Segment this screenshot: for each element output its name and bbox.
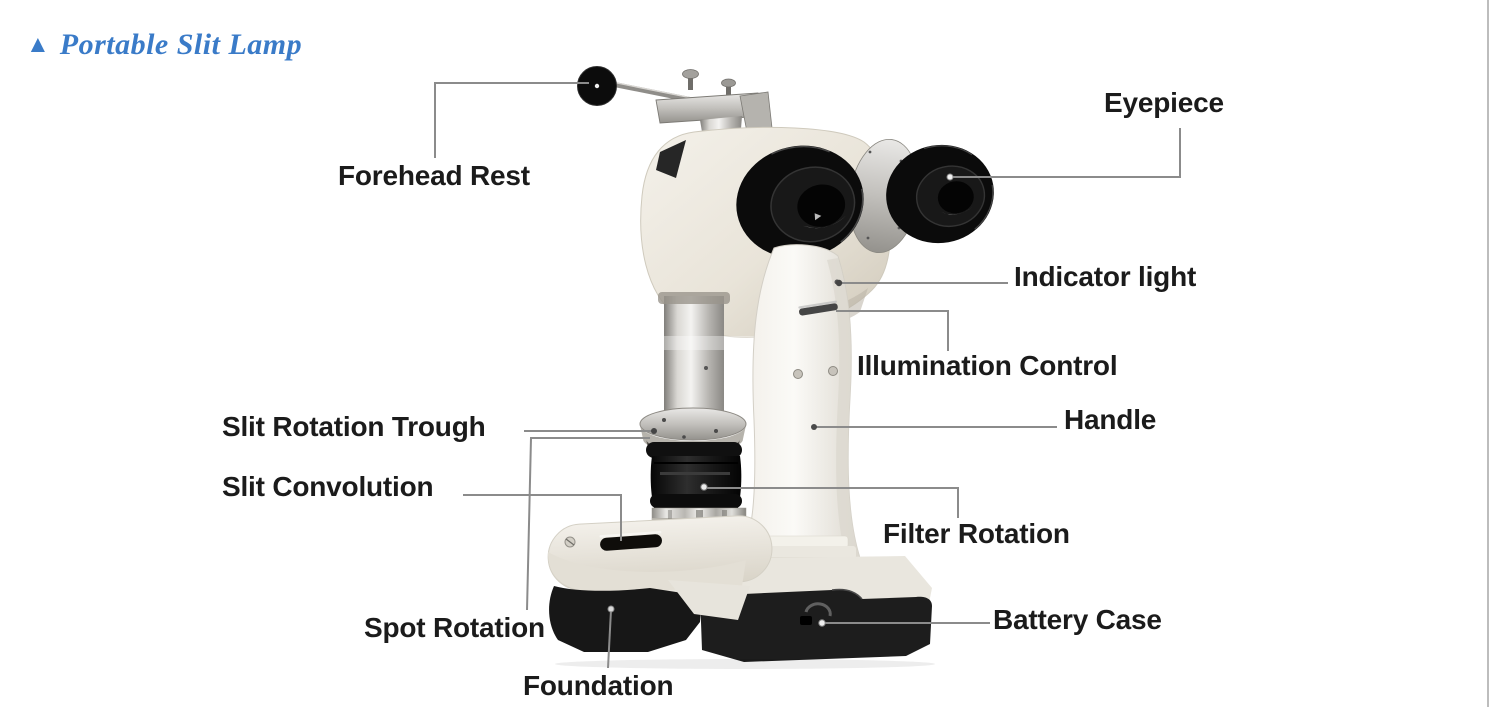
leader-illumination-control	[836, 310, 949, 351]
page-right-border	[1487, 0, 1489, 707]
label-battery-case: Battery Case	[993, 604, 1162, 635]
eyepiece-assembly	[736, 138, 994, 259]
eyepiece-left	[736, 145, 864, 259]
leader-lines	[434, 82, 1181, 669]
label-spot-rotation: Spot Rotation	[364, 612, 545, 643]
leader-forehead-rest	[434, 82, 589, 158]
label-indicator-light: Indicator light	[1014, 261, 1197, 292]
leader-spot-rotation	[526, 437, 650, 611]
leader-foundation	[607, 609, 612, 669]
device-photo	[547, 66, 994, 669]
base-black	[549, 580, 935, 669]
page-title-text: Portable Slit Lamp	[59, 28, 303, 61]
triangle-bullet-icon: ▲	[26, 31, 50, 58]
leader-dots	[594, 83, 954, 627]
filter-rotation-part	[646, 442, 742, 508]
label-foundation: Foundation	[523, 670, 674, 701]
label-handle: Handle	[1064, 404, 1157, 435]
label-slit-rotation-trough: Slit Rotation Trough	[222, 411, 486, 442]
label-eyepiece: Eyepiece	[1104, 87, 1224, 118]
label-illumination-control: Illumination Control	[857, 350, 1118, 381]
label-slit-convolution: Slit Convolution	[222, 471, 434, 502]
illumination-control-part	[798, 300, 838, 316]
leader-slit-convolution	[463, 494, 622, 541]
spot-rotation-slot	[599, 530, 662, 551]
label-forehead-rest: Forehead Rest	[338, 160, 530, 191]
handle-part	[739, 244, 861, 559]
leader-filter-rotation	[707, 487, 959, 518]
battery-latch	[800, 602, 832, 625]
leader-eyepiece	[952, 128, 1181, 178]
label-filter-rotation: Filter Rotation	[883, 518, 1070, 549]
eyepiece-right	[886, 144, 994, 244]
page-title: ▲ Portable Slit Lamp	[26, 30, 302, 60]
